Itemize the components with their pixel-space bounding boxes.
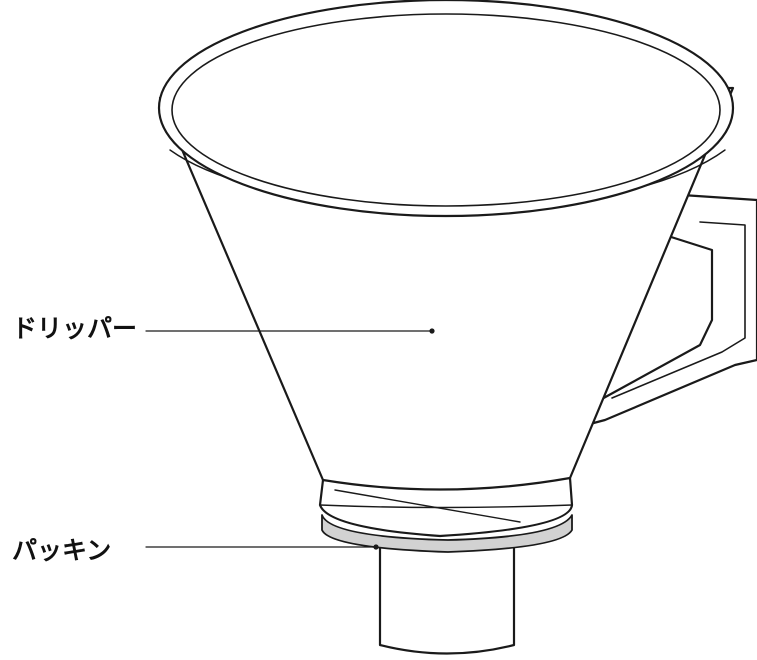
dripper-label: ドリッパー (12, 314, 138, 343)
packing-leader-dot (373, 544, 379, 550)
spout (378, 543, 516, 655)
dripper-rim (157, 0, 735, 218)
dripper-leader-dot (429, 328, 435, 334)
packing-label: パッキン (12, 536, 112, 565)
leader-lines (145, 328, 435, 550)
collar (318, 476, 574, 538)
